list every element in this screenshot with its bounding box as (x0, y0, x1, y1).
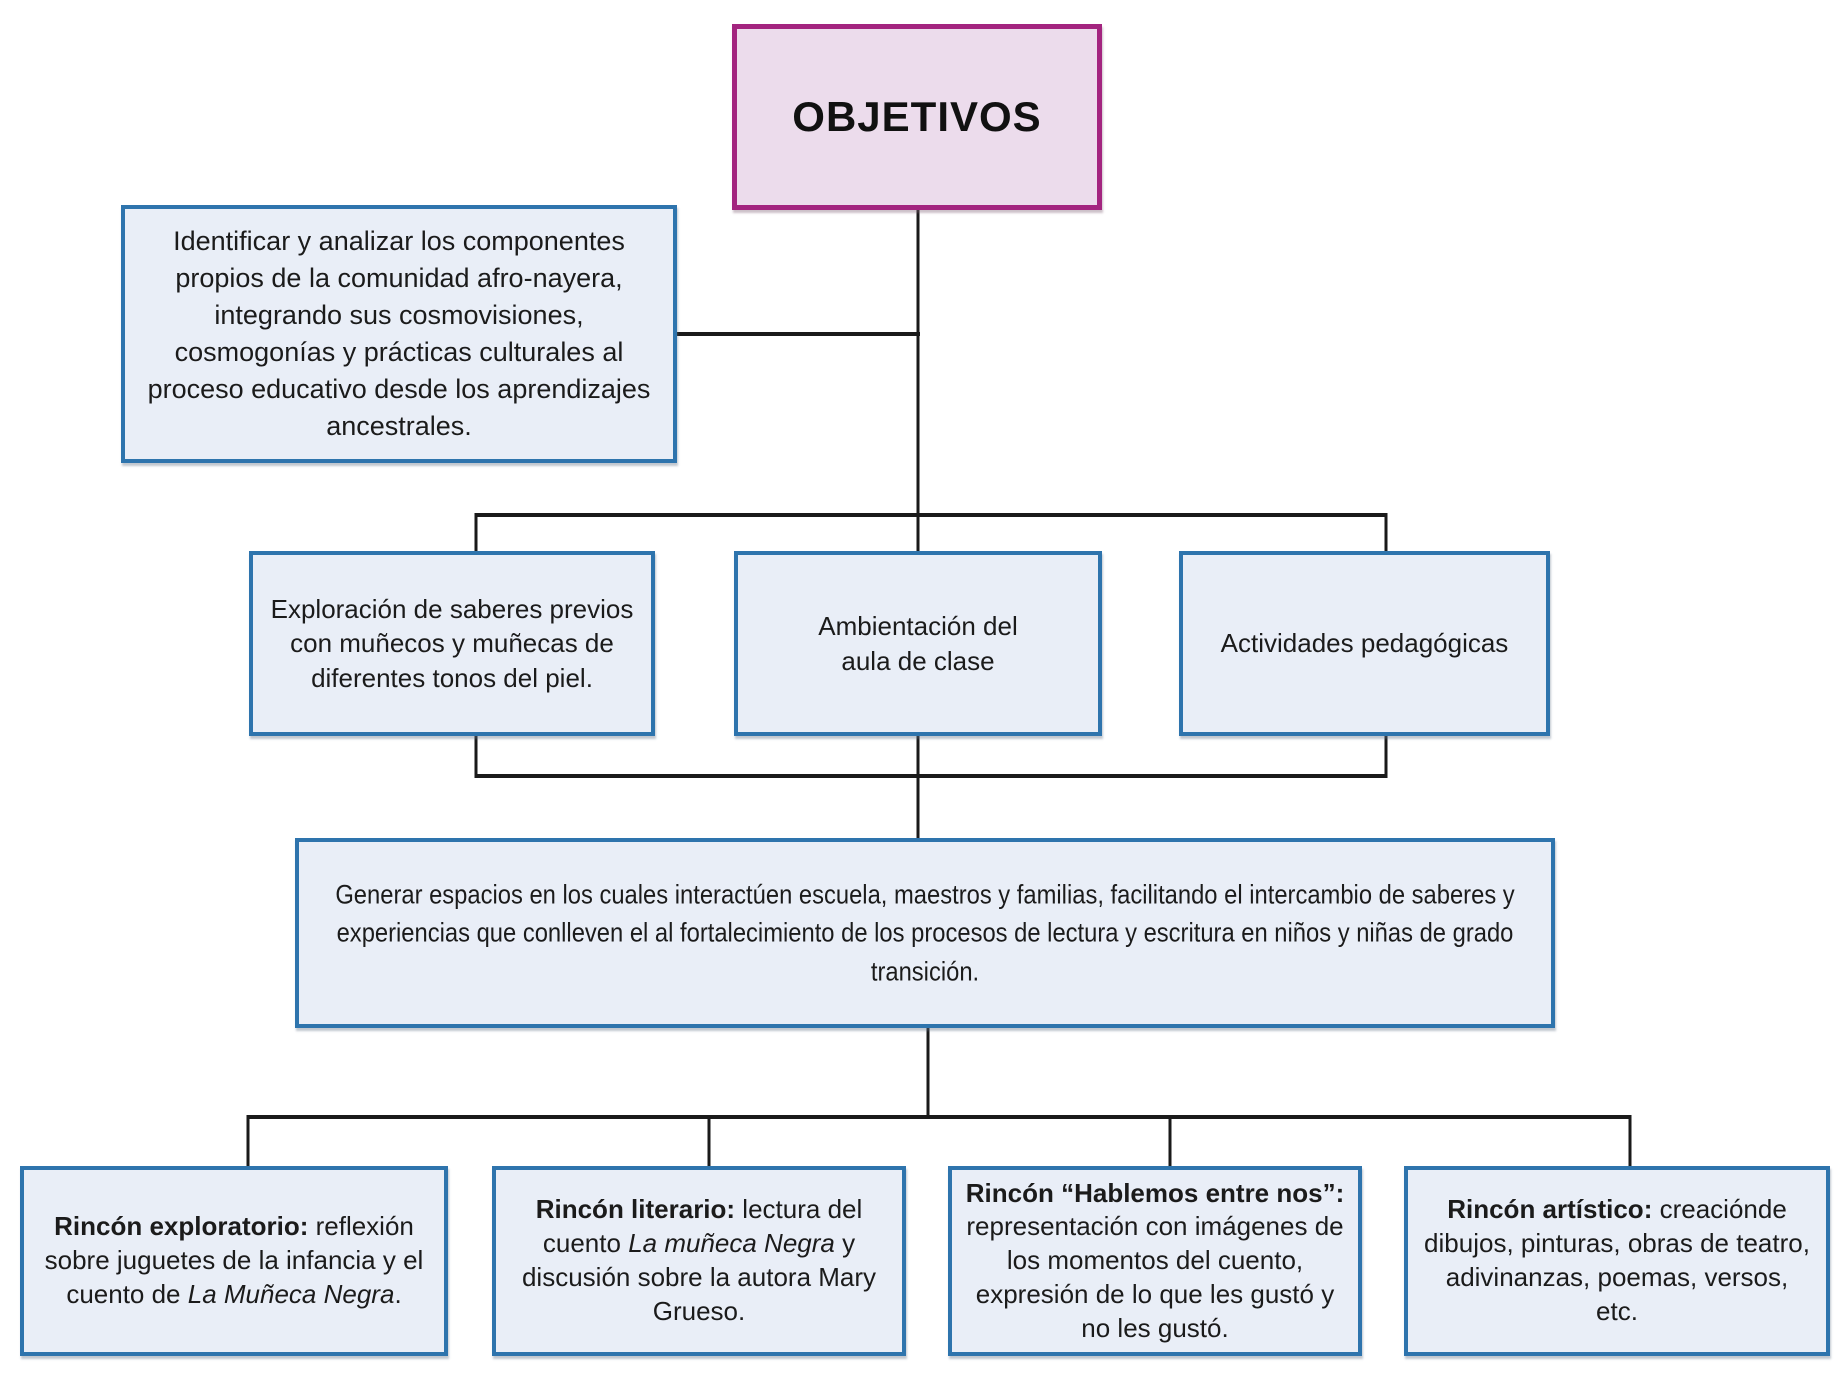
diagram-title: OBJETIVOS (792, 93, 1042, 141)
exploracion-saberes-box: Exploración de saberes previos con muñec… (249, 551, 655, 736)
generar-espacios-box: Generar espacios en los cuales interactú… (295, 838, 1555, 1028)
exploracion-saberes-text: Exploración de saberes previos con muñec… (270, 594, 634, 693)
actividades-pedagogicas-box: Actividades pedagógicas (1179, 551, 1550, 736)
rincon-hablemos-text: Rincón “Hablemos entre nos”: representac… (965, 1177, 1345, 1343)
actividades-pedagogicas-text: Actividades pedagógicas (1220, 628, 1509, 659)
rincon-hablemos-box: Rincón “Hablemos entre nos”: representac… (948, 1166, 1362, 1356)
intro-objective-box: Identificar y analizar los componentes p… (121, 205, 677, 463)
rincon-literario-text: Rincón literario: lectura del cuento La … (521, 1194, 877, 1326)
rincon-exploratorio-box: Rincón exploratorio: reflexión sobre jug… (20, 1166, 448, 1356)
rincon-literario-box: Rincón literario: lectura del cuento La … (492, 1166, 906, 1356)
rincon-artistico-box: Rincón artístico: creaciónde dibujos, pi… (1404, 1166, 1830, 1356)
rincon-exploratorio-text: Rincón exploratorio: reflexión sobre jug… (44, 1211, 424, 1309)
generar-espacios-text: Generar espacios en los cuales interactú… (335, 879, 1515, 987)
intro-objective-text: Identificar y analizar los componentes p… (147, 226, 651, 441)
ambientacion-aula-box: Ambientación del aula de clase (734, 551, 1102, 736)
rincon-artistico-text: Rincón artístico: creaciónde dibujos, pi… (1424, 1194, 1810, 1326)
ambientacion-aula-text: Ambientación del aula de clase (818, 611, 1018, 676)
objetivos-box: OBJETIVOS (732, 24, 1102, 210)
